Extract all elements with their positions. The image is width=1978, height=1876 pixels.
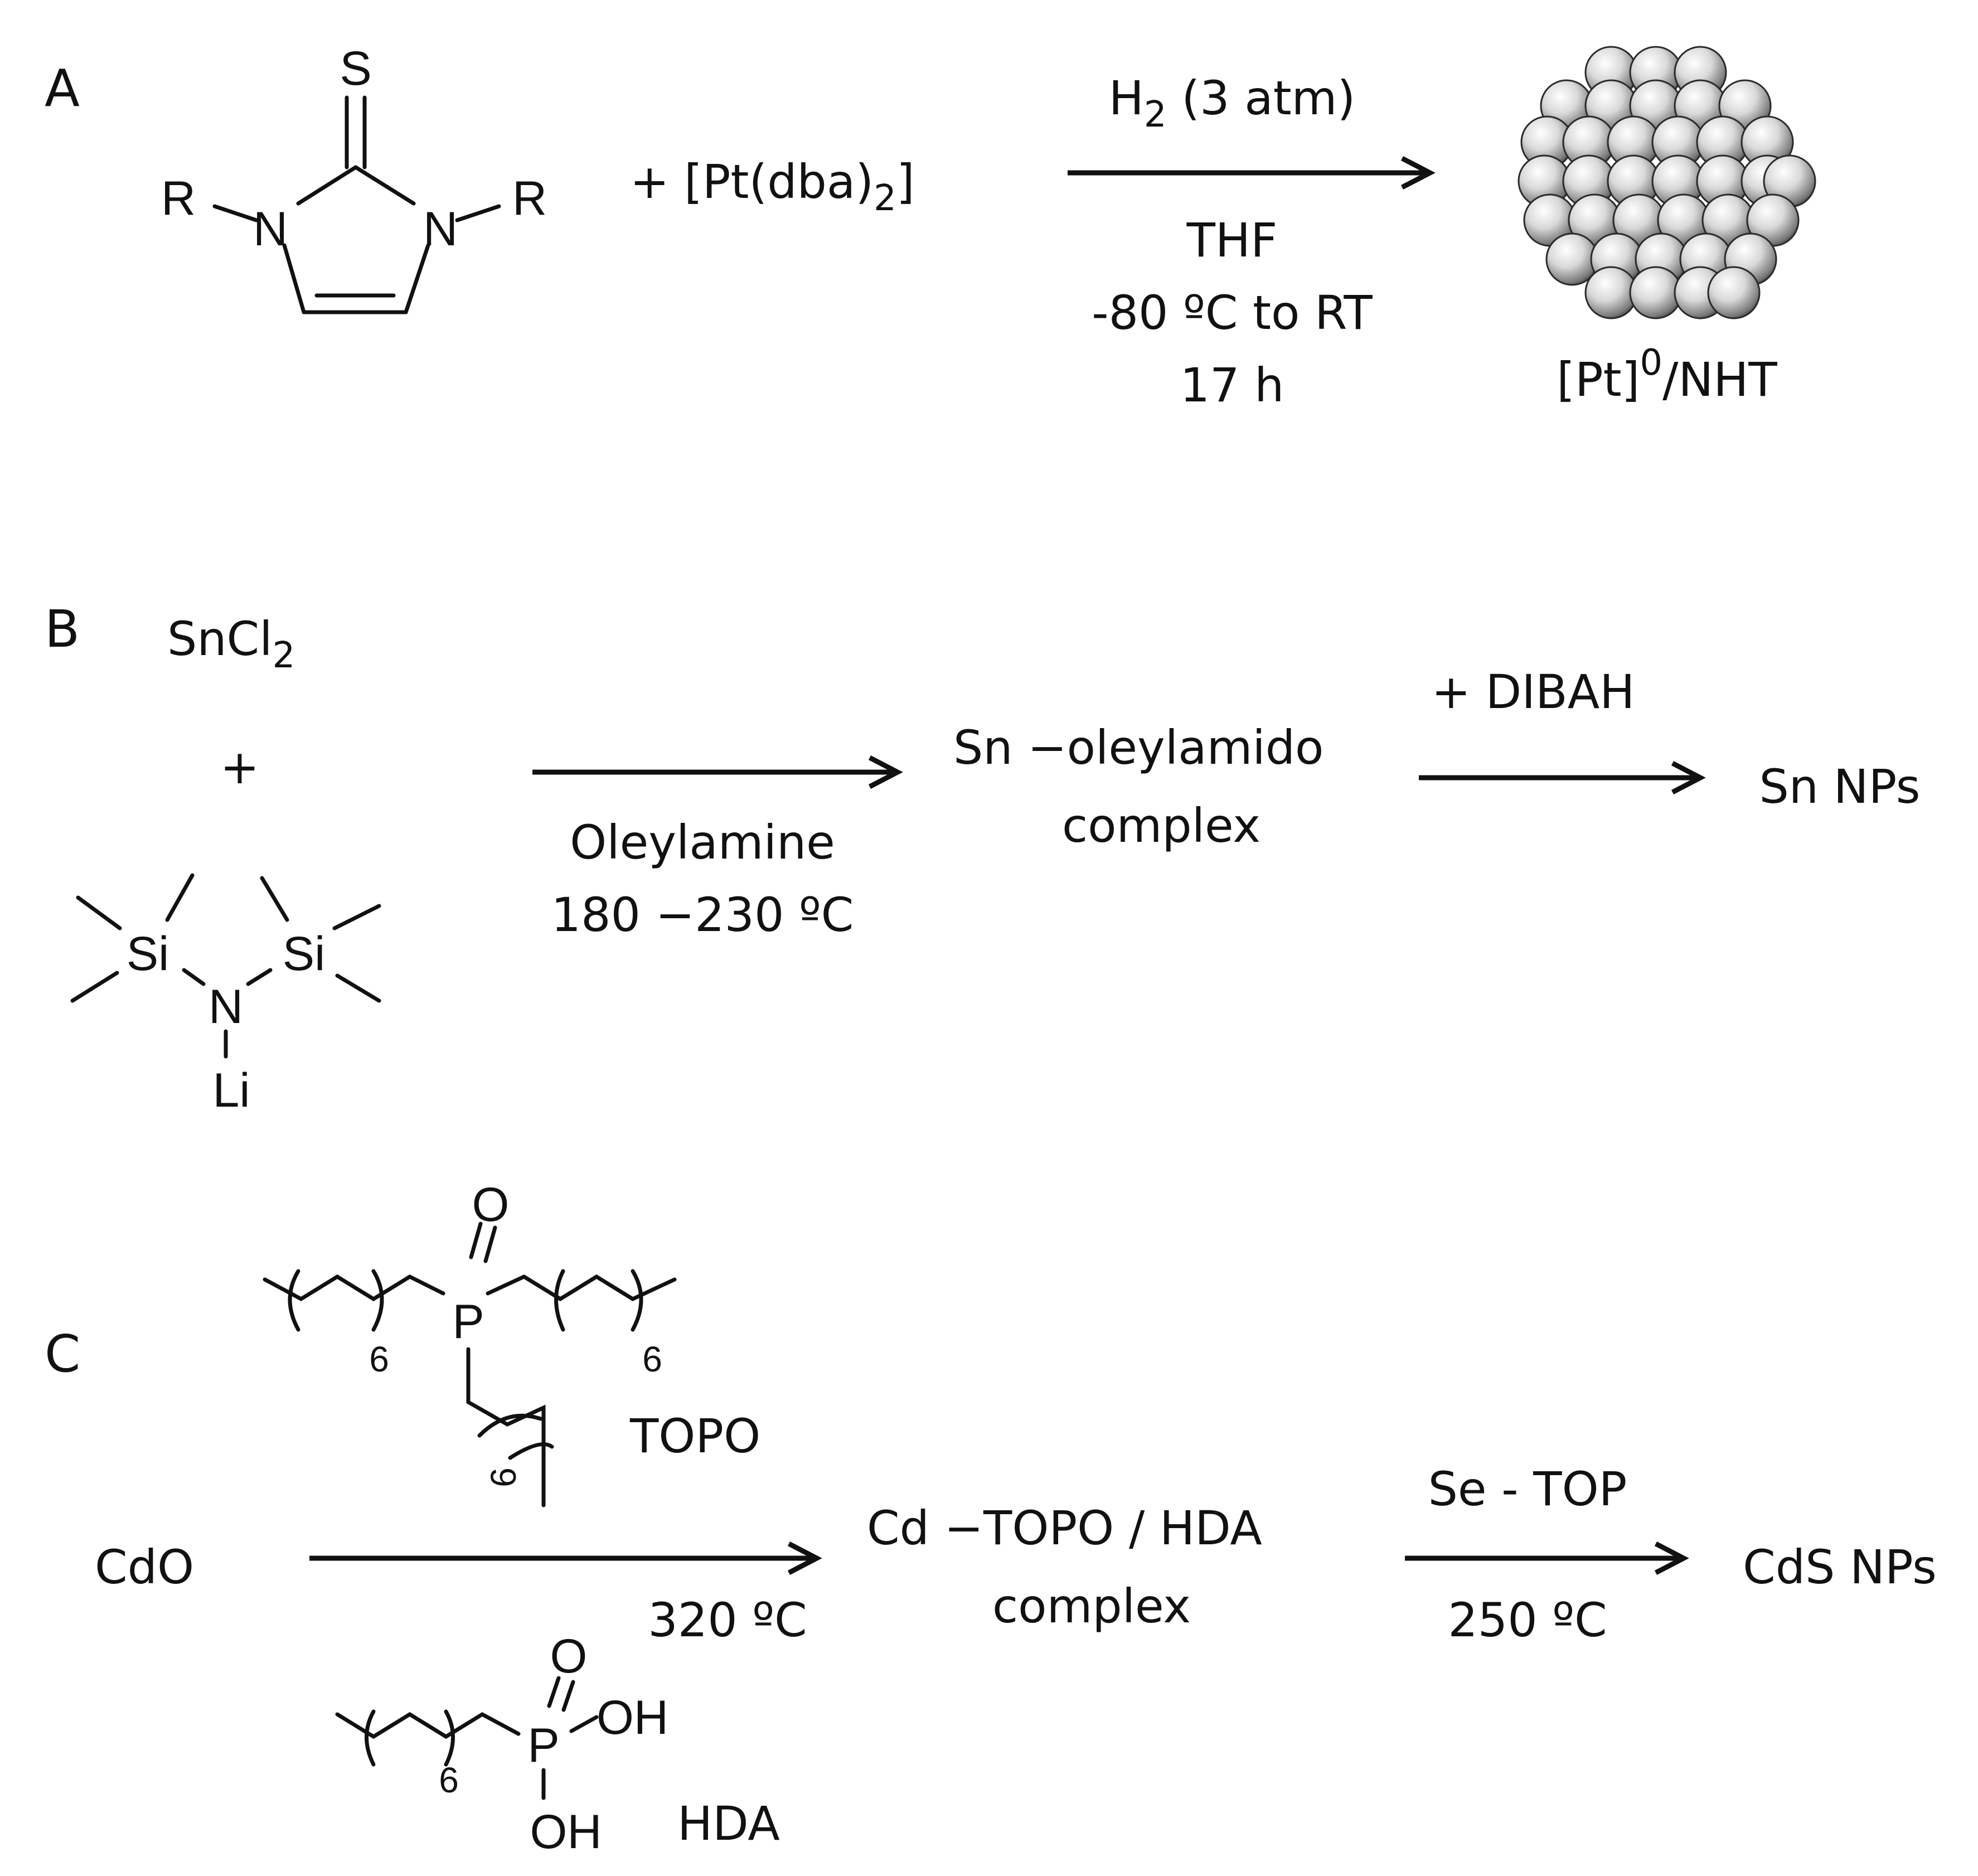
atom-sulfur: S [340,42,371,95]
atom-nitrogen-2: N [423,202,458,256]
topo-repeat-count-2: 6 [642,1339,662,1379]
condition-temperature-c1: 320 ºC [648,1593,807,1647]
atom-nitrogen-1: N [253,202,288,256]
hda-repeat-count: 6 [439,1760,459,1800]
imidazole-thione-structure: S N N R R [161,42,547,314]
condition-dibah: + DIBAH [1432,665,1635,719]
atom-oxygen-topo: O [472,1178,510,1232]
topo-repeat-count-1: 6 [369,1339,389,1379]
intermediate-complex-c: complex [992,1579,1191,1633]
reactant-cdo: CdO [95,1540,194,1594]
condition-oleylamine: Oleylamine [570,815,835,870]
cluster-sphere [1584,266,1638,319]
atom-oxygen-hda: O [550,1630,588,1683]
reactant-sncl2: SnCl2 [167,612,295,676]
product-sn-nps: Sn NPs [1759,759,1920,814]
atom-hydroxyl-hda-1: OH [597,1691,668,1744]
product-cds-nps: CdS NPs [1743,1540,1937,1594]
atom-nitrogen-b: N [209,980,243,1034]
condition-se-top: Se - TOP [1428,1462,1627,1516]
atom-silicon-1: Si [127,927,169,981]
reaction-arrow-c2 [1405,1541,1689,1575]
lithium-hexamethyldisilazide-structure: Si Si N Li [70,873,381,1117]
condition-temperature-c2: 250 ºC [1448,1593,1607,1647]
reaction-arrow-a [1068,156,1436,190]
condition-time: 17 h [1180,358,1284,413]
panel-label-a: A [45,59,80,118]
plus-sign-b: + [220,740,259,794]
product-pt-nht: [Pt]0/NHT [1557,342,1777,407]
label-hda: HDA [677,1796,780,1851]
hda-structure: P O OH OH 6 [335,1630,668,1859]
topo-structure: O P 6 6 6 [263,1178,677,1507]
cluster-sphere [1629,266,1683,319]
condition-hydrogen: H2 (3 atm) [1109,71,1356,135]
cluster-sphere [1707,266,1761,319]
atom-hydroxyl-hda-2: OH [530,1805,602,1859]
condition-temperature-b: 180 −230 ºC [551,888,854,942]
topo-repeat-count-3: 6 [483,1467,523,1487]
condition-solvent: THF [1186,213,1278,268]
atom-phosphorus-topo: P [452,1295,484,1349]
atom-r-left: R [161,172,196,225]
label-topo: TOPO [629,1409,760,1463]
condition-temperature: -80 ºC to RT [1092,285,1373,340]
atom-r-right: R [512,172,547,225]
reagent-pt-dba: + [Pt(dba)2] [630,154,915,219]
intermediate-complex-b: complex [1062,798,1261,853]
reaction-arrow-b1 [532,755,903,789]
intermediate-sn-oleylamido: Sn −oleylamido [953,720,1323,775]
panel-label-b: B [45,599,80,659]
atom-silicon-2: Si [283,927,325,981]
atom-lithium: Li [213,1064,250,1117]
reaction-arrow-c1 [309,1541,822,1575]
pt-nanoparticle-cluster-image [1518,46,1816,319]
reaction-arrow-b2 [1419,761,1706,794]
intermediate-cd-topo-hda: Cd −TOPO / HDA [867,1501,1262,1555]
panel-label-c: C [45,1324,80,1384]
atom-phosphorus-hda: P [527,1719,559,1772]
